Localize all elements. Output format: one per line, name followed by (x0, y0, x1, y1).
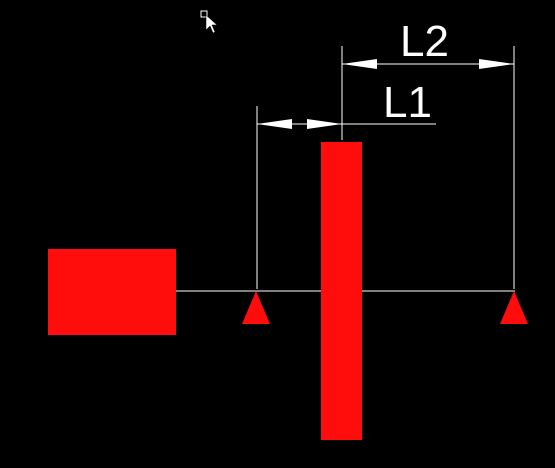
dimension-label-l1: L1 (383, 78, 432, 127)
arrow-pointer-icon (200, 10, 218, 34)
arrowhead-l1-left (257, 119, 292, 129)
motor-block (48, 249, 176, 335)
dimension-l2: L2 (342, 17, 514, 69)
right-support-triangle (500, 291, 528, 324)
arrowhead-l1-right (307, 119, 342, 129)
disk-bar (321, 142, 362, 440)
left-support-triangle (242, 291, 270, 324)
dimension-label-l2: L2 (400, 17, 449, 66)
arrowhead-l2-right (479, 59, 514, 69)
dimension-l1: L1 (257, 78, 436, 129)
arrowhead-l2-left (342, 59, 377, 69)
